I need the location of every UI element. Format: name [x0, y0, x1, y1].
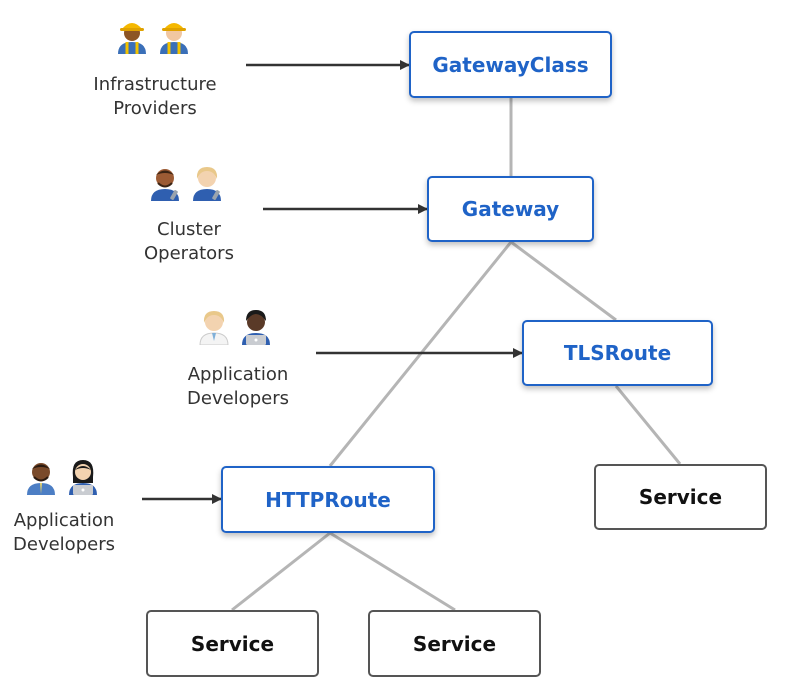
construction-worker-icon [160, 23, 188, 54]
office-worker-icon [27, 463, 55, 495]
app-developers-http-label: Application Developers [0, 509, 128, 557]
gateway-box: Gateway [427, 176, 594, 242]
tls-service-box: Service [594, 464, 767, 530]
app-developers-tls-icons [197, 307, 273, 345]
technologist-icon [242, 310, 270, 345]
app-developers-tls-line1: Application [187, 364, 289, 385]
connector-tlsroute-service [614, 385, 682, 465]
technologist-icon [69, 460, 97, 495]
cluster-operators-label: Cluster Operators [119, 218, 259, 266]
infrastructure-providers-line1: Infrastructure [93, 74, 217, 95]
infrastructure-providers-label: Infrastructure Providers [70, 73, 240, 121]
http-service-right-box: Service [368, 610, 541, 677]
app-developers-http-line1: Application [13, 510, 115, 531]
http-service-left-box: Service [146, 610, 319, 677]
mechanic-icon [193, 167, 221, 201]
app-developers-http-line2: Developers [13, 534, 115, 555]
mechanic-icon [151, 169, 179, 201]
infrastructure-providers-line2: Providers [113, 98, 197, 119]
tlsroute-box: TLSRoute [522, 320, 713, 386]
cluster-operators-line1: Cluster [157, 219, 221, 240]
gatewayclass-label: GatewayClass [432, 52, 589, 77]
tlsroute-label: TLSRoute [563, 341, 672, 365]
connector-httproute-service-left [231, 531, 331, 612]
infrastructure-providers-icons [115, 16, 191, 54]
app-developers-http-icons [24, 457, 100, 495]
connector-gateway-tlsroute [510, 240, 617, 322]
connector-httproute-service-right [329, 531, 456, 612]
http-service-left-label: Service [190, 631, 275, 656]
httproute-label: HTTPRoute [265, 487, 391, 512]
app-developers-tls-label: Application Developers [168, 363, 308, 411]
tls-service-label: Service [638, 485, 723, 509]
construction-worker-icon [118, 23, 146, 54]
gatewayclass-box: GatewayClass [409, 31, 612, 98]
cluster-operators-icons [148, 163, 224, 201]
gateway-label: Gateway [461, 197, 560, 221]
app-developers-tls-line2: Developers [187, 388, 289, 409]
cluster-operators-line2: Operators [144, 243, 234, 264]
http-service-right-label: Service [412, 631, 497, 656]
doctor-icon [199, 311, 229, 345]
httproute-box: HTTPRoute [221, 466, 435, 533]
